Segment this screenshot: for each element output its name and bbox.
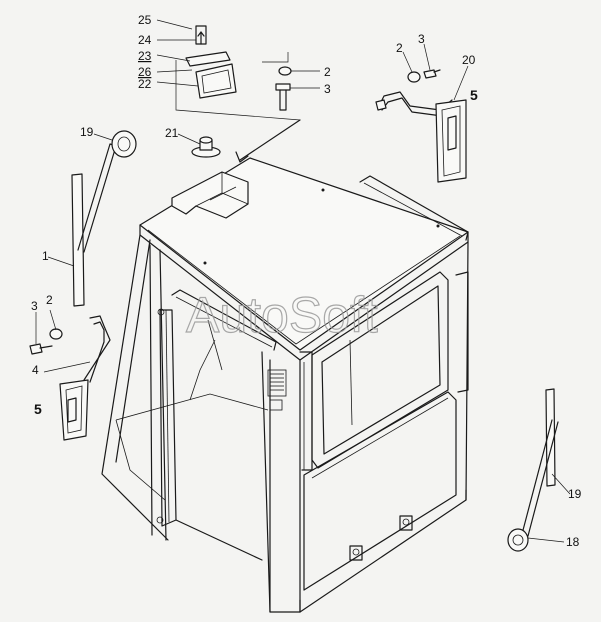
label-22: 22 (138, 77, 152, 91)
right-mirror-assembly (375, 69, 467, 183)
label-3-top: 3 (324, 82, 331, 96)
label-4: 4 (32, 363, 39, 377)
part-21-cap (191, 136, 221, 158)
label-2-top-right: 2 (396, 41, 403, 55)
label-2-left: 2 (46, 293, 53, 307)
right-wiper (507, 388, 559, 552)
label-21: 21 (165, 126, 179, 140)
left-mirror-assembly (29, 315, 111, 441)
label-24: 24 (138, 33, 152, 47)
watermark-text: AutoSoft (186, 287, 378, 343)
label-19-right: 19 (568, 487, 582, 501)
cab-body (101, 157, 469, 613)
roof-plate-inset (175, 25, 301, 163)
callout-labels: 25 24 23 26 22 2 3 2 3 20 5 19 21 1 3 2 … (31, 13, 582, 549)
left-wiper (71, 130, 137, 307)
leader-lines (35, 19, 571, 543)
label-3-top-right: 3 (418, 32, 425, 46)
label-1: 1 (42, 249, 49, 263)
label-5-top-right: 5 (470, 87, 478, 103)
label-20: 20 (462, 53, 476, 67)
label-5-left: 5 (34, 401, 42, 417)
label-3-left: 3 (31, 299, 38, 313)
label-23: 23 (138, 49, 152, 63)
label-19-top-left: 19 (80, 125, 94, 139)
label-26: 26 (138, 65, 152, 79)
label-25: 25 (138, 13, 152, 27)
label-18: 18 (566, 535, 580, 549)
label-2-top: 2 (324, 65, 331, 79)
